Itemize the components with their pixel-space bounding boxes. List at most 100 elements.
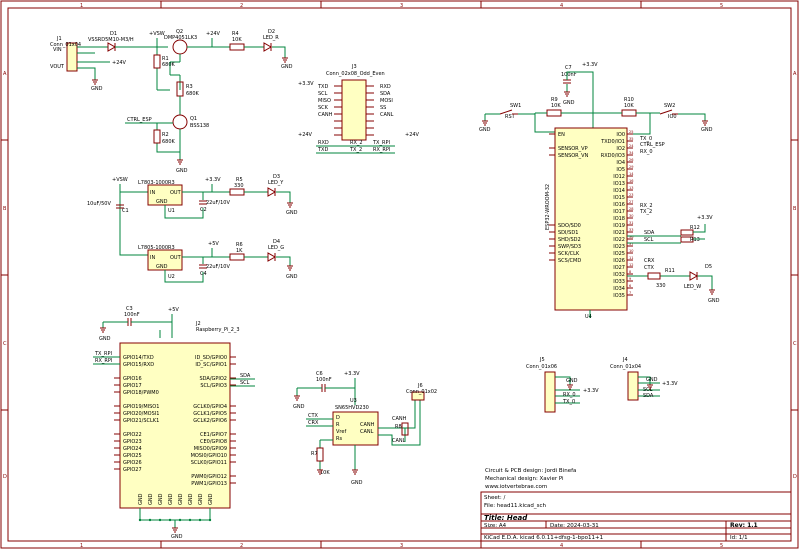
- u4-right-pin-num: 9: [629, 277, 631, 281]
- u4-right-pin: IO15: [613, 195, 625, 201]
- u3-value: SN65HVD230: [335, 405, 369, 411]
- u2-in: IN: [150, 255, 155, 261]
- u4-right-pin-num: 31: [629, 221, 633, 225]
- r1-ref: R1: [162, 56, 169, 62]
- p24-label-2: +24V: [206, 31, 221, 37]
- j2-right-pin: SCLK0/GPIO11: [191, 460, 227, 466]
- can-p33: +3.3V: [344, 371, 360, 377]
- u4-right-pin-num: 34: [629, 151, 634, 155]
- j5-j4-block: J5 Conn_01x06 +3.3V RX_0 TX_0 GND J4 Con…: [526, 357, 678, 413]
- j2-body: [119, 342, 231, 509]
- r6-ref: R6: [236, 242, 243, 248]
- q1-ref: Q1: [190, 116, 197, 122]
- u2-gnd: GND: [156, 264, 168, 270]
- u4-left-pin: SHD/SD2: [558, 237, 581, 243]
- r4-resistor: [229, 43, 245, 51]
- d1-diode: [107, 42, 117, 52]
- u3-pin-rs: Rs: [336, 436, 342, 442]
- d1-value: VSSRD5M10-M3/H: [88, 37, 134, 43]
- esp-crx: CRX: [644, 258, 655, 264]
- j5-rx0: RX_0: [563, 392, 576, 398]
- j5-value: Conn_01x06: [526, 364, 557, 370]
- j2-left-pin: GPIO17: [123, 383, 142, 389]
- can-canl: CANL: [392, 438, 406, 444]
- r3-ref: R3: [186, 84, 193, 90]
- j1-pin-vin: VIN: [53, 47, 62, 53]
- j3-left-label: TXD: [317, 84, 328, 90]
- c2-capacitor: [199, 200, 207, 205]
- gnd-u3: GND: [351, 480, 363, 486]
- r11-ref: R11: [665, 268, 675, 274]
- gnd-d3: GND: [286, 210, 298, 216]
- sw1-switch: [499, 109, 518, 115]
- c4-value: 22uF/10V: [206, 264, 230, 270]
- gnd-d5: GND: [708, 298, 720, 304]
- j3-right-label: RXD: [380, 84, 391, 90]
- reg-p33: +3.3V: [205, 177, 221, 183]
- j2-right-pin: CE1/GPIO7: [200, 432, 227, 438]
- r1-resistor: [153, 54, 161, 69]
- col-label-2-bottom: 2: [240, 543, 243, 549]
- u4-right-pin-num: 8: [629, 270, 631, 274]
- u4-right-pin: IO21: [613, 230, 625, 236]
- j3-rxrpi: RX_RPI: [373, 147, 390, 153]
- r5-ref: R5: [236, 177, 243, 183]
- u4-right-pin: IO25: [613, 251, 625, 257]
- j2-left-pin: GPIO25: [123, 453, 142, 459]
- j3-body: [341, 79, 367, 141]
- ctrl-esp-label-1: CTRL_ESP: [127, 117, 152, 123]
- u4-right-pin: IO34: [613, 286, 625, 292]
- c3-value: 100nF: [124, 312, 140, 318]
- u4-right-pin-num: 23: [629, 193, 633, 197]
- col-label-3-bottom: 3: [400, 543, 403, 549]
- col-label-4-bottom: 4: [560, 543, 563, 549]
- r10-resistor: [621, 109, 637, 117]
- j3-right-label: CANL: [380, 112, 394, 118]
- esp-sda: SDA: [644, 230, 655, 236]
- can-ctx: CTX: [308, 413, 319, 419]
- j2-right-pin: PWM0/GPIO12: [191, 474, 227, 480]
- u2-ref: U2: [168, 274, 175, 280]
- c6-ref: C6: [316, 371, 323, 377]
- u4-right-pin-num: 35: [629, 137, 633, 141]
- u3-ref: U3: [350, 398, 357, 404]
- esp32-block: C7 100nF +3.3V GND R9 10K R10 10K SW1 RS…: [479, 62, 720, 320]
- j2-gnd-pin: GND: [208, 493, 214, 505]
- u4-right-pin-num: 7: [629, 291, 631, 295]
- gnd-j5: GND: [566, 378, 578, 384]
- r10-value: 10K: [624, 103, 634, 109]
- c1-value: 10uF/50V: [87, 201, 111, 207]
- c3-capacitor: [127, 318, 132, 326]
- c4-capacitor: [199, 264, 207, 269]
- u4-right-pin-num: 36: [629, 235, 633, 239]
- j3-left-label: CANH: [318, 112, 333, 118]
- esp-scl: SCL: [644, 237, 654, 243]
- r9-ref: R9: [551, 97, 558, 103]
- u3-pin-r: R: [336, 422, 340, 428]
- u4-right-pin: IO35: [613, 293, 625, 299]
- u4-right-pin: IO22: [613, 237, 625, 243]
- j3-right-label: SDA: [380, 91, 391, 97]
- r1-value: 680K: [162, 62, 176, 68]
- u4-right-pin-num: 12: [629, 263, 633, 267]
- j2-gnd-pin: GND: [138, 493, 144, 505]
- u3-pin-canh: CANH: [360, 422, 375, 428]
- j2-left-pin: GPIO20/MOSI1: [123, 411, 159, 417]
- r3-value: 680K: [186, 91, 200, 97]
- q2-ref: Q2: [176, 29, 183, 35]
- rpi-p5: +5V: [168, 307, 179, 313]
- u4-right-pin-num: 13: [629, 186, 633, 190]
- c7-capacitor: [563, 79, 571, 84]
- u4-module: [554, 127, 628, 311]
- q2-transistor: [172, 39, 188, 55]
- r2-resistor: [153, 129, 161, 144]
- q1-value: BSS138: [190, 123, 209, 129]
- j2-right-pin: ID_SC/GPIO1: [195, 362, 227, 368]
- gnd-d4: GND: [286, 274, 298, 280]
- u2-value: L7805-1000R3: [138, 245, 175, 251]
- d4-ref: D4: [273, 239, 280, 245]
- u4-right-pin-num: 11: [629, 256, 633, 260]
- d4-value: LED_G: [268, 245, 284, 251]
- tb-file: File: head11.kicad_sch: [484, 503, 547, 509]
- u4-right-pin-num: 33: [629, 228, 633, 232]
